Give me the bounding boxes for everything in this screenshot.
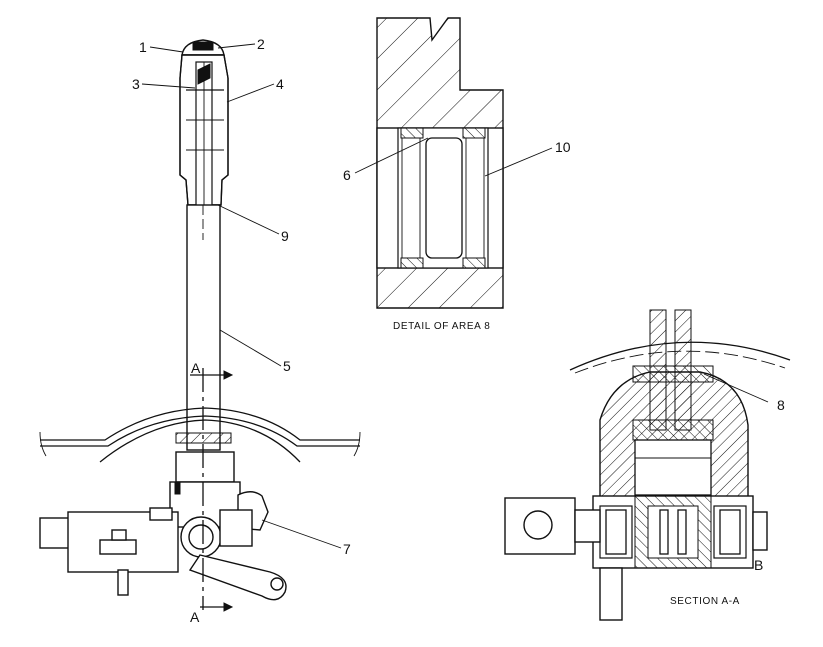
section-marker-bottom-a: A [190, 609, 200, 625]
left-assembly-view [39, 39, 361, 612]
section-cavity [634, 439, 712, 496]
callout-2: 2 [257, 36, 265, 52]
callout-8: 8 [777, 397, 785, 413]
lever-arm [188, 554, 287, 601]
section-caption: SECTION A-A [670, 596, 740, 607]
callout-9: 9 [281, 228, 289, 244]
section-bearing-right [713, 505, 747, 559]
section-marker-b: B [754, 557, 763, 573]
callout-1: 1 [139, 39, 147, 55]
callout-10: 10 [555, 139, 571, 155]
detail-caption: DETAIL OF AREA 8 [393, 321, 490, 332]
callout-4: 4 [276, 76, 284, 92]
left-leaders [141, 43, 342, 549]
section-view [504, 309, 791, 621]
callout-5: 5 [283, 358, 291, 374]
floor-bulge [99, 419, 301, 463]
callouts: 1 2 3 4 5 6 7 8 9 10 [132, 36, 785, 557]
detail-view [354, 17, 553, 309]
needle-roller [425, 137, 463, 259]
section-marker-top-a: A [191, 360, 201, 376]
section-arrow-bottom [223, 602, 234, 612]
callout-3: 3 [132, 76, 140, 92]
floor-panel [40, 407, 360, 441]
callout-7: 7 [343, 541, 351, 557]
linkage-bracket [67, 511, 179, 573]
section-arrow-top [223, 370, 234, 380]
callout-6: 6 [343, 167, 351, 183]
shift-housing-top [175, 451, 235, 483]
section-bearing-left [599, 505, 633, 559]
needle-bearing [397, 127, 489, 269]
section-lever-stub [599, 567, 623, 621]
spring-clip [197, 63, 211, 85]
cap-insert [192, 41, 214, 51]
linkage-stud [117, 569, 129, 596]
pivot-pin [188, 524, 214, 550]
